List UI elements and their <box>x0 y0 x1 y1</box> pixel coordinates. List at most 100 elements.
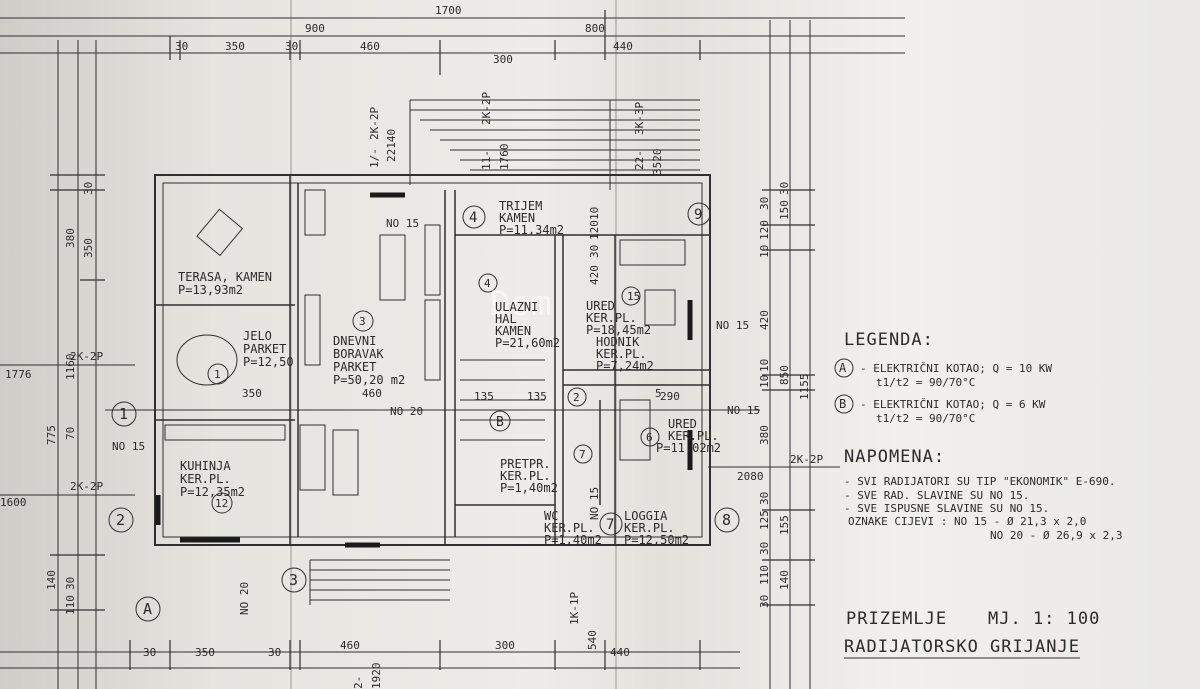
room-number: 5 <box>655 387 662 400</box>
dim-bottom-seg: 460 <box>340 639 360 652</box>
room-wc-area: P=1,40m2 <box>544 533 602 547</box>
riser-label: 22- <box>633 150 646 170</box>
room-ulazni-name: ULAZNI <box>495 300 538 314</box>
dim-top-sub: 800 <box>585 22 605 35</box>
floor-title: PRIZEMLJE <box>846 609 947 629</box>
room-number: 15 <box>627 290 640 303</box>
room-number: 6 <box>646 431 653 444</box>
dim-right: 30 <box>758 492 771 505</box>
napomena-title: NAPOMENA: <box>844 447 945 467</box>
room-loggia-sub: KER.PL. <box>624 521 675 535</box>
dim-left: 70 <box>64 427 77 440</box>
dim-right: 10 <box>758 375 771 388</box>
dim-top-seg: 30 <box>285 40 298 53</box>
dim-top-sub: 900 <box>305 22 325 35</box>
legend-b-line1: - ELEKTRIČNI KOTAO; Q = 6 KW <box>860 398 1046 411</box>
room-ulazni-area: P=21,60m2 <box>495 336 560 350</box>
axis-marker: 9 <box>694 207 702 223</box>
room-loggia-area: P=12,50m2 <box>624 533 689 547</box>
room-wc-name: WC <box>544 509 558 523</box>
dim-right: 125 <box>758 510 771 530</box>
dim-inner: 460 <box>362 387 382 400</box>
dim-bottom-seg: 300 <box>495 639 515 652</box>
room-ured1-name: URED <box>586 299 615 313</box>
room-trijem-name: TRIJEM <box>499 199 542 213</box>
dim-right: 850 <box>778 365 791 385</box>
dim-top-seg: 350 <box>225 40 245 53</box>
dim-right: 380 <box>758 425 771 445</box>
napomena-line: - SVI RADIJATORI SU TIP "EKONOMIK" E-690… <box>844 475 1116 488</box>
napomena-line: - SVE ISPUSNE SLAVINE SU NO 15. <box>844 502 1049 515</box>
drawing-subtitle: RADIJATORSKO GRIJANJE <box>844 637 1080 657</box>
riser-value: 2080 <box>737 470 764 483</box>
dim-right: 140 <box>778 570 791 590</box>
axis-marker: 4 <box>469 210 477 226</box>
room-ured1-sub: KER.PL. <box>586 311 637 325</box>
room-hodnik-name: HODNIK <box>596 335 640 349</box>
dim-bottom-seg: 30 <box>268 646 281 659</box>
dim-right: 110 <box>758 565 771 585</box>
room-ulazni-sub: HAL <box>495 312 517 326</box>
room-ulazni-sub2: KAMEN <box>495 324 531 338</box>
dim-right: 30 <box>778 182 791 195</box>
dim-inner: 135 <box>527 390 547 403</box>
riser-value: 22140 <box>385 129 398 162</box>
dim-left: 30 <box>64 577 77 590</box>
watermark-text: Dom <box>490 284 551 324</box>
room-dnevni-sub2: PARKET <box>333 360 376 374</box>
legend-a-line2: t1/t2 = 90/70°C <box>876 376 975 389</box>
dim-right: 120 <box>758 220 771 240</box>
dim-right: 30 <box>758 197 771 210</box>
dim-left: 110 <box>64 595 77 615</box>
room-dnevni-sub: BORAVAK <box>333 347 384 361</box>
room-dnevni-area: P=50,20 m2 <box>333 373 405 387</box>
riser-label: 2K-2P <box>70 350 103 363</box>
axis-marker: 2 <box>116 511 125 529</box>
room-number: 7 <box>579 448 586 461</box>
room-ured1-area: P=18,45m2 <box>586 323 651 337</box>
dim-right: 155 <box>778 515 791 535</box>
dim-inner: 30 <box>588 245 601 258</box>
dim-inner: 420 <box>588 265 601 285</box>
legend-b-line2: t1/t2 = 90/70°C <box>876 412 975 425</box>
pipe-label: NO 15 <box>727 404 760 417</box>
dim-top-total: 1700 <box>435 4 462 17</box>
dim-inner: 10 <box>588 207 601 220</box>
dim-top-seg: 440 <box>613 40 633 53</box>
napomena-line: NO 20 - Ø 26,9 x 2,3 <box>990 529 1122 542</box>
dim-right: 10 <box>758 359 771 372</box>
room-pretpr-name: PRETPR. <box>500 457 551 471</box>
room-number: 12 <box>215 497 228 510</box>
dim-left: 140 <box>45 570 58 590</box>
dim-top-seg: 460 <box>360 40 380 53</box>
dim-bottom-seg: 440 <box>610 646 630 659</box>
pipe-label: NO 15 <box>112 440 145 453</box>
dim-top-seg: 300 <box>493 53 513 66</box>
dim-bottom-seg: 30 <box>143 646 156 659</box>
room-dnevni-name: DNEVNI <box>333 334 376 348</box>
dim-left: 30 <box>82 182 95 195</box>
dim-inner: 120 <box>588 220 601 240</box>
riser-label: 2K-2P <box>480 92 493 125</box>
dim-inner: 350 <box>242 387 262 400</box>
dim-bottom-seg: 350 <box>195 646 215 659</box>
dim-left: 1160 <box>64 354 77 381</box>
pipe-label: NO 15 <box>716 319 749 332</box>
riser-label: 2K-2P <box>368 107 381 140</box>
axis-marker: 1 <box>119 405 128 423</box>
dim-right: 30 <box>758 542 771 555</box>
riser-value: 540 <box>586 630 599 650</box>
riser-value: 1600 <box>0 496 27 509</box>
riser-value: 1760 <box>498 144 511 171</box>
riser-value: 3520 <box>651 149 664 176</box>
room-number: 3 <box>359 315 366 328</box>
dim-right: 420 <box>758 310 771 330</box>
dim-left: 775 <box>45 425 58 445</box>
room-kuhinja-area: P=12,35m2 <box>180 485 245 499</box>
pipe-label: NO 15 <box>588 487 601 520</box>
dim-right: 1155 <box>798 374 811 401</box>
room-ured2-name: URED <box>668 417 697 431</box>
pipe-label: NO 15 <box>386 217 419 230</box>
